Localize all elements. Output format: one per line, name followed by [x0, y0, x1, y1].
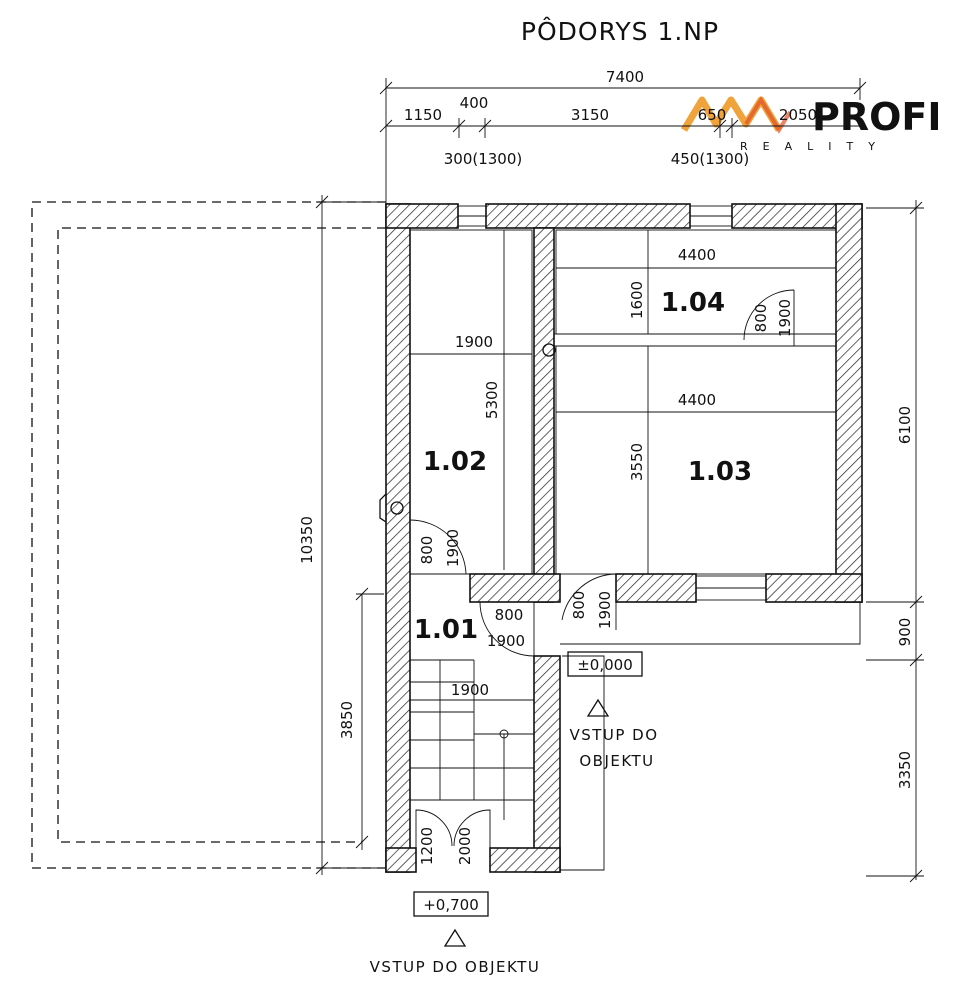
room-1-02-door-w: 800	[418, 536, 436, 565]
room-1-04: 4400 1600 1.04 800 1900	[556, 230, 836, 346]
room-1-04-depth: 1600	[628, 281, 646, 319]
room-1-04-width: 4400	[678, 246, 716, 264]
dim-seg-1: 1150	[404, 106, 442, 124]
room-1-04-label: 1.04	[661, 288, 725, 318]
logo-brand-main: PROFI	[812, 95, 942, 139]
room-1-03: 4400 3550 1.03 800 1900	[556, 346, 836, 630]
room-1-01-width: 1900	[451, 681, 489, 699]
room-1-04-door-w: 800	[752, 304, 770, 333]
dim-total-height: 10350	[298, 516, 316, 564]
right-dimension-chain: 6100 900 3350	[866, 200, 924, 883]
terrace-outline	[31, 201, 386, 869]
entrance-triangle-icon	[443, 928, 467, 947]
brand-logo: PROFI REALITY	[680, 95, 942, 153]
entrance-triangle-icon	[586, 698, 610, 717]
dim-right-upper: 6100	[896, 406, 914, 444]
dim-seg-2: 400	[460, 94, 489, 112]
dim-seg-4: 650	[698, 106, 727, 124]
entrance-upper: VSTUP DO OBJEKTU	[569, 698, 658, 770]
dim-stair-height: 3850	[338, 701, 356, 739]
staircase	[410, 659, 534, 820]
room-1-03-width: 4400	[678, 391, 716, 409]
entrance-upper-line2: OBJEKTU	[579, 752, 654, 770]
dim-total-width: 7400	[606, 68, 644, 86]
plan-title: PÔDORYS 1.NP	[521, 16, 719, 46]
dim-seg-3: 3150	[571, 106, 609, 124]
left-dimension-chain: 10350 3850	[298, 195, 384, 875]
dim-right-mid: 900	[896, 618, 914, 647]
room-1-02-door-h: 1900	[444, 529, 462, 567]
room-outlines	[409, 229, 837, 575]
logo-mark-accent-icon	[744, 96, 792, 134]
room-1-04-door-h: 1900	[776, 299, 794, 337]
room-1-03-door-w: 800	[570, 591, 588, 620]
top-dimension-chain: 7400 1150 400 3150 650 2050 300(1300) 45…	[379, 68, 867, 210]
room-1-01-label: 1.01	[414, 615, 478, 645]
level-outer-value: +0,700	[423, 896, 479, 914]
front-door-w: 1200	[418, 827, 436, 865]
room-1-02-label: 1.02	[423, 447, 487, 477]
room-1-01: 1.01 800 1900 1900	[410, 601, 535, 820]
level-marker-inner: ±0,000	[567, 651, 643, 677]
room-1-03-label: 1.03	[688, 457, 752, 487]
room-1-01-door-h: 1900	[487, 632, 525, 650]
logo-brand-sub: REALITY	[740, 140, 890, 153]
room-1-02: 1900 5300 1.02 800 1900	[409, 230, 532, 575]
front-door: 1200 2000	[415, 809, 491, 865]
level-inner-value: ±0,000	[577, 656, 633, 674]
front-door-h: 2000	[456, 827, 474, 865]
level-marker-outer: +0,700	[413, 891, 489, 917]
room-1-01-door-w: 800	[495, 606, 524, 624]
dim-window-right: 450(1300)	[671, 150, 750, 168]
entrance-lower-label: VSTUP DO OBJEKTU	[370, 958, 541, 976]
entrance-lower: VSTUP DO OBJEKTU	[370, 928, 541, 976]
dim-seg-5: 2050	[779, 106, 817, 124]
room-1-03-depth: 3550	[628, 443, 646, 481]
entrance-paths	[560, 602, 861, 871]
room-1-03-door-h: 1900	[596, 591, 614, 629]
entrance-upper-line1: VSTUP DO	[569, 726, 658, 744]
dim-right-lower: 3350	[896, 751, 914, 789]
room-1-02-depth: 5300	[483, 381, 501, 419]
room-1-02-width: 1900	[455, 333, 493, 351]
dim-window-left: 300(1300)	[444, 150, 523, 168]
